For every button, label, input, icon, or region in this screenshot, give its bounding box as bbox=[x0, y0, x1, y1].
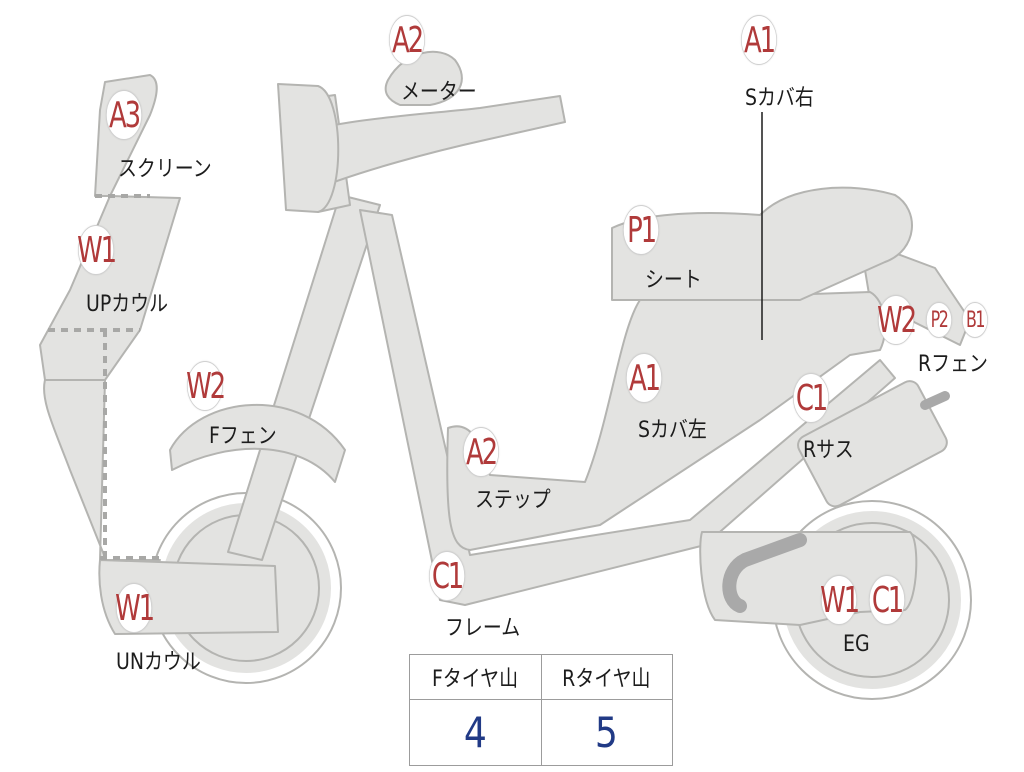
rear-tire-value: 5 bbox=[540, 699, 673, 766]
grade-badge-tertiary: B1 bbox=[962, 302, 988, 338]
part-label: Sカバ左 bbox=[638, 418, 707, 443]
part-label: メーター bbox=[401, 80, 477, 105]
headlight-housing bbox=[277, 83, 340, 213]
part-label: スクリーン bbox=[118, 157, 212, 182]
part-label: EG bbox=[843, 632, 870, 657]
tire-table-value-row: 4 5 bbox=[409, 699, 673, 766]
part-label: ステップ bbox=[475, 488, 551, 513]
grade-badge: W2 bbox=[186, 361, 226, 411]
part-label: Sカバ右 bbox=[745, 86, 814, 111]
grade-badge: C1 bbox=[793, 373, 829, 423]
front-tire-value-text: 4 bbox=[463, 708, 487, 758]
front-fork bbox=[227, 194, 381, 561]
grade-badge: A1 bbox=[741, 15, 777, 65]
part-label: UNカウル bbox=[116, 650, 201, 675]
grade-badge: W1 bbox=[115, 583, 155, 633]
grade-badge-secondary: C1 bbox=[869, 575, 905, 625]
rear-suspension-shape bbox=[797, 380, 948, 508]
grade-badge: W2 bbox=[877, 295, 917, 345]
grade-badge: A3 bbox=[106, 90, 142, 140]
rear-tire-header-text: Rタイヤ山 bbox=[562, 667, 651, 693]
part-label: シート bbox=[645, 268, 702, 293]
grade-badge: W1 bbox=[820, 575, 860, 625]
part-label: UPカウル bbox=[86, 292, 169, 317]
part-label: Rフェン bbox=[918, 352, 988, 377]
front-tire-value: 4 bbox=[409, 699, 542, 766]
lower-cowl-shape bbox=[43, 379, 161, 571]
part-label: フレーム bbox=[445, 616, 521, 641]
grade-badge: W1 bbox=[77, 225, 117, 275]
rear-tire-value-text: 5 bbox=[595, 708, 619, 758]
tire-tread-table: Fタイヤ山 Rタイヤ山 4 5 bbox=[409, 653, 673, 766]
muffler-pipe bbox=[722, 533, 807, 613]
handlebar bbox=[284, 95, 566, 196]
grade-badge: A2 bbox=[389, 15, 425, 65]
front-tire-header: Fタイヤ山 bbox=[409, 653, 542, 701]
rear-suspension-rod bbox=[920, 391, 950, 410]
part-label: Rサス bbox=[803, 438, 854, 463]
grade-badge: P1 bbox=[623, 205, 659, 255]
grade-badge: A2 bbox=[463, 427, 499, 477]
tire-table-header-row: Fタイヤ山 Rタイヤ山 bbox=[409, 653, 673, 701]
grade-badge-secondary: P2 bbox=[926, 302, 952, 338]
part-label: Fフェン bbox=[209, 424, 277, 449]
frame-shape bbox=[359, 209, 896, 606]
grade-badge: C1 bbox=[429, 551, 465, 601]
front-tire-header-text: Fタイヤ山 bbox=[432, 667, 519, 693]
rear-tire-header: Rタイヤ山 bbox=[540, 653, 673, 701]
grade-badge: A1 bbox=[626, 353, 662, 403]
front-fender-shape bbox=[169, 404, 346, 483]
